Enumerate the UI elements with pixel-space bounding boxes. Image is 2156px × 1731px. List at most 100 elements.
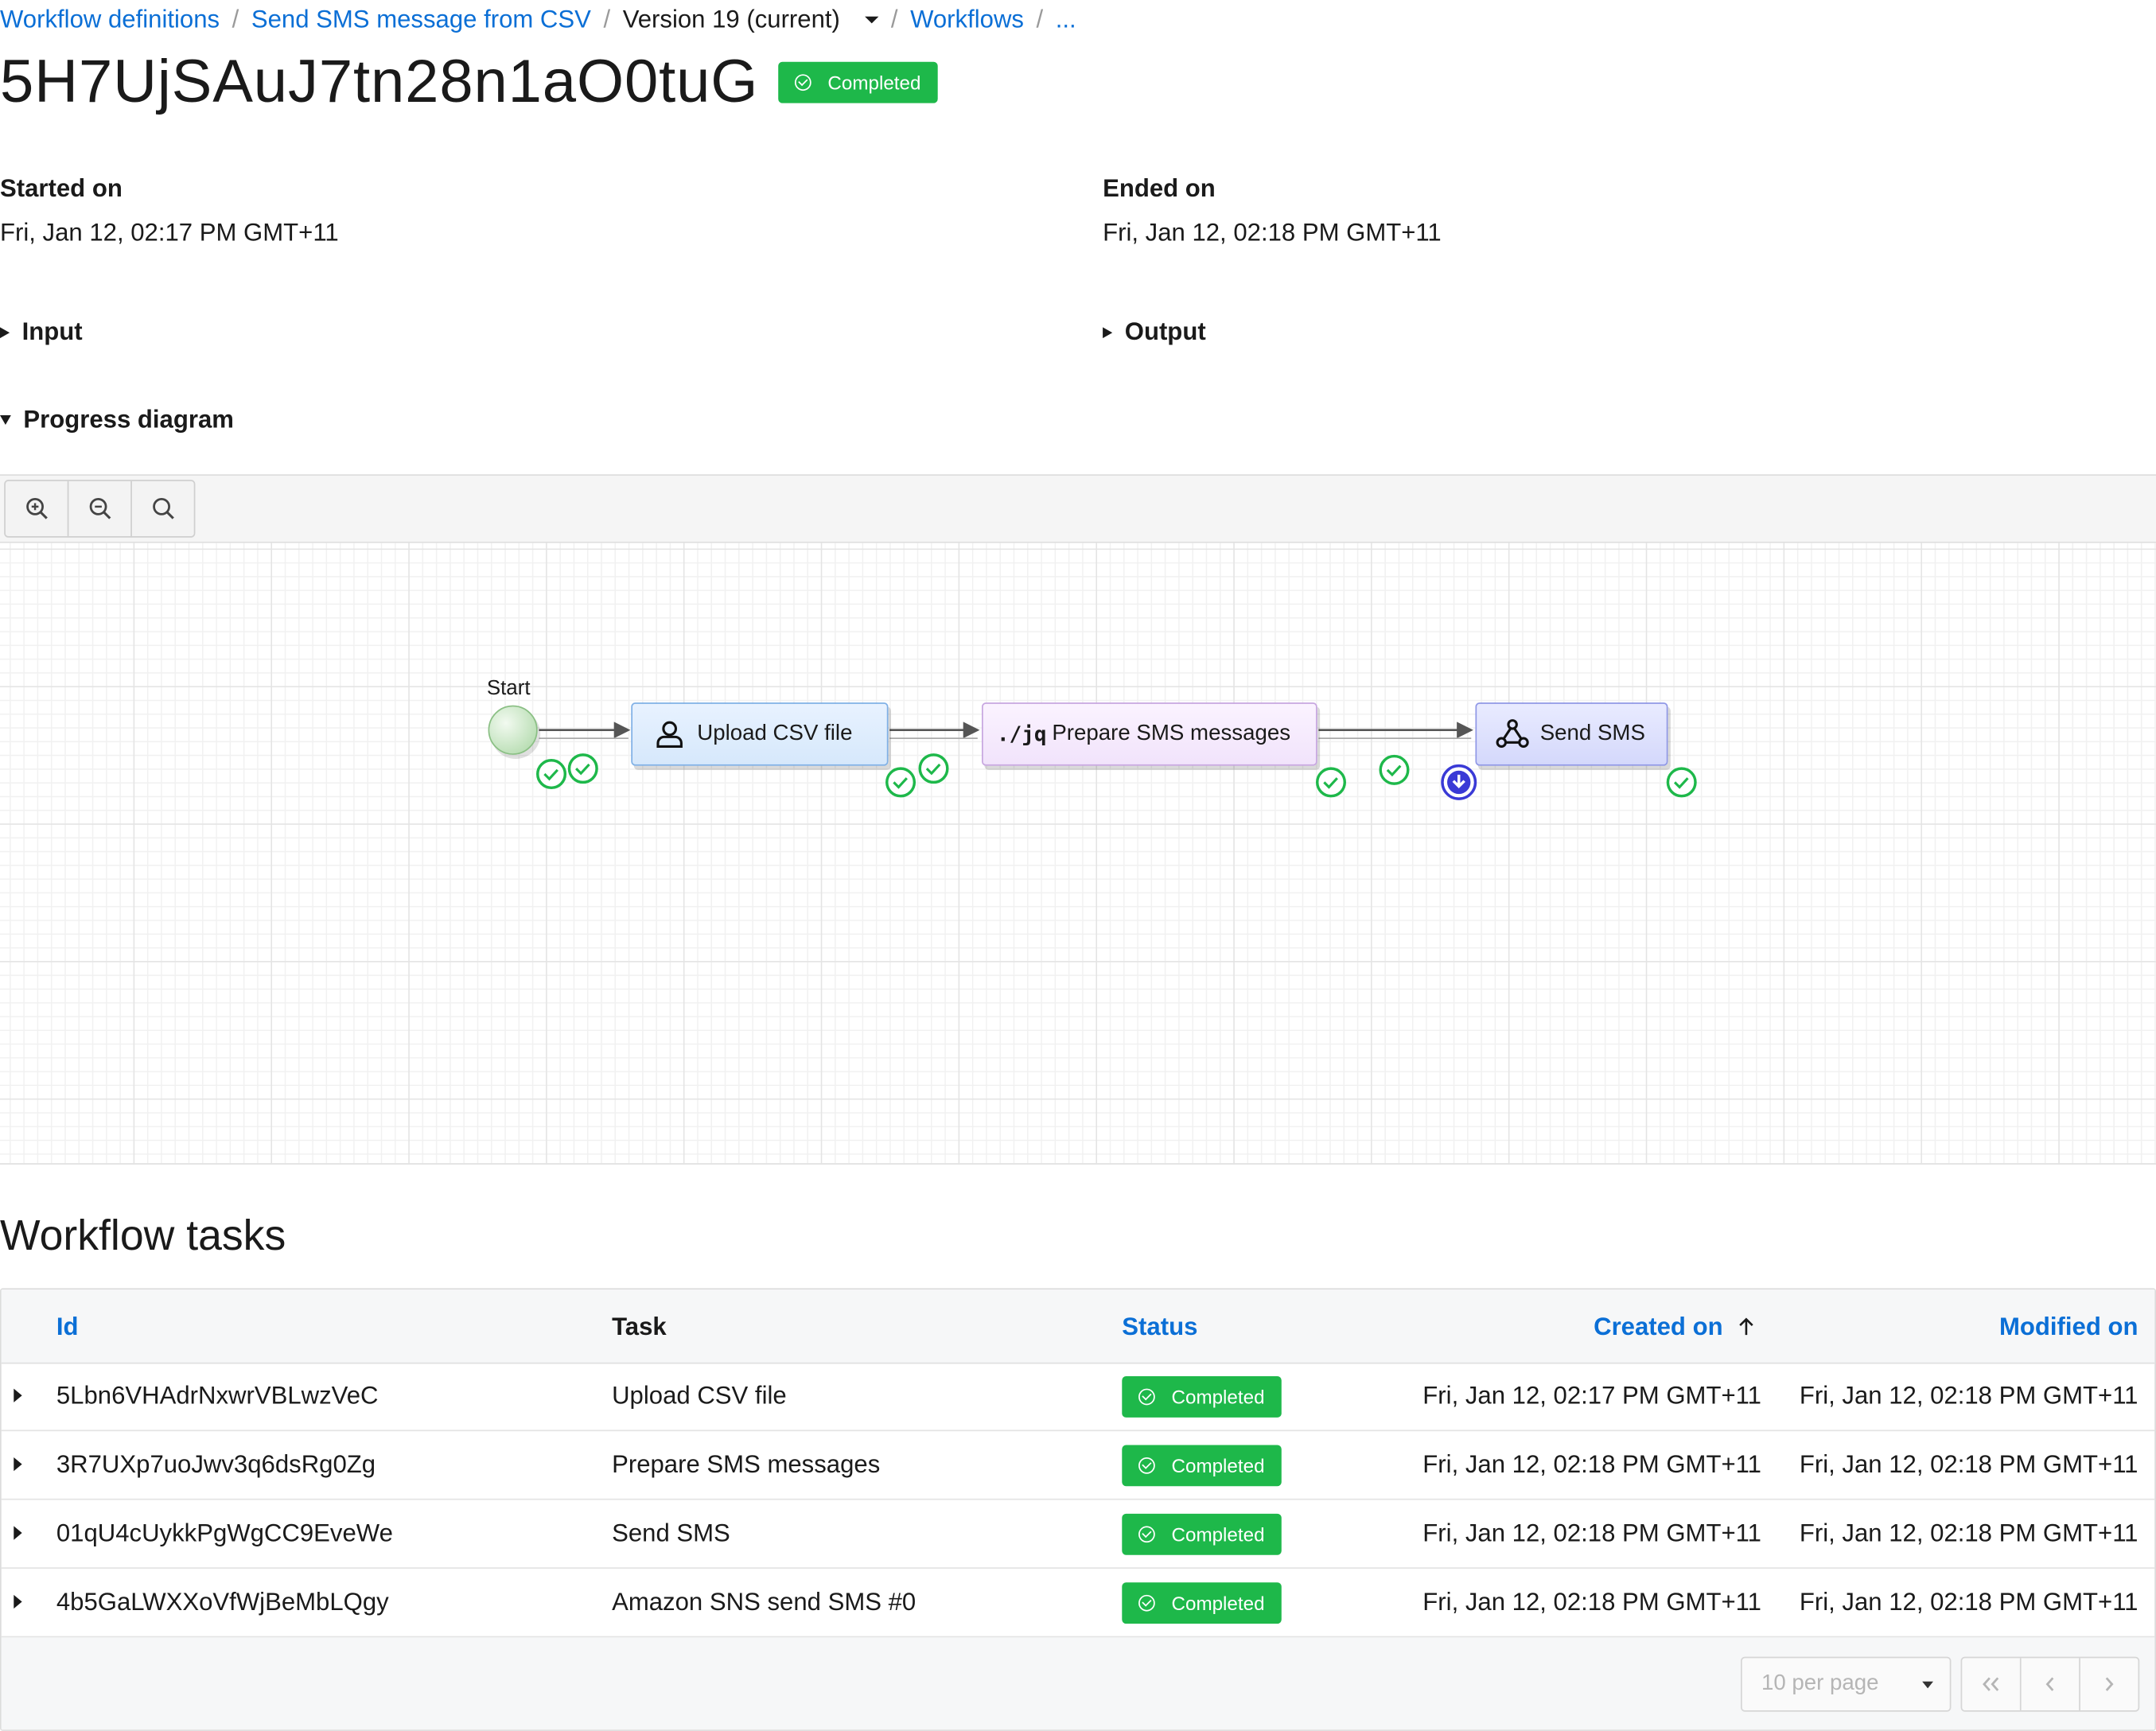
zoom-in-icon bbox=[25, 497, 47, 519]
table-row[interactable]: 4b5GaLWXXoVfWjBeMbLQgy Amazon SNS send S… bbox=[1, 1569, 2155, 1638]
created-on: Fri, Jan 12, 02:18 PM GMT+11 bbox=[1422, 1450, 1761, 1478]
status-badge-label: Completed bbox=[827, 71, 921, 94]
node-send-sms[interactable]: Send SMS bbox=[1475, 702, 1668, 766]
version-label: Version 19 (current) bbox=[622, 5, 840, 33]
expand-row-icon[interactable] bbox=[14, 1388, 22, 1402]
check-circle-icon bbox=[794, 74, 811, 91]
caret-right-icon bbox=[0, 326, 10, 338]
modified-on: Fri, Jan 12, 02:18 PM GMT+11 bbox=[1799, 1450, 2138, 1478]
zoom-controls bbox=[4, 480, 196, 538]
modified-on: Fri, Jan 12, 02:18 PM GMT+11 bbox=[1799, 1381, 2138, 1410]
status-badge: Completed bbox=[1122, 1376, 1282, 1418]
column-header-id[interactable]: Id bbox=[56, 1313, 79, 1341]
breadcrumb-definition[interactable]: Send SMS message from CSV bbox=[251, 5, 591, 33]
expand-row-icon[interactable] bbox=[14, 1457, 22, 1472]
task-id: 01qU4cUykkPgWgCC9EveWe bbox=[56, 1519, 393, 1547]
status-badge: Completed bbox=[1122, 1445, 1282, 1487]
column-header-modified-on[interactable]: Modified on bbox=[1998, 1313, 2138, 1341]
workflow-tasks-table: Id Task Status Created on Modified on 5L… bbox=[0, 1288, 2156, 1731]
zoom-fit-icon bbox=[152, 497, 174, 519]
modified-on: Fri, Jan 12, 02:18 PM GMT+11 bbox=[1799, 1588, 2138, 1616]
caret-down-icon bbox=[0, 414, 11, 426]
node-label: Send SMS bbox=[1539, 722, 1645, 745]
expand-row-icon[interactable] bbox=[14, 1526, 22, 1540]
zoom-in-button[interactable] bbox=[6, 480, 69, 537]
start-label: Start bbox=[486, 676, 531, 700]
input-toggle-label: Input bbox=[21, 317, 83, 345]
table-row[interactable]: 3R7UXp7uoJwv3q6dsRg0Zg Prepare SMS messa… bbox=[1, 1431, 2155, 1500]
node-label: Upload CSV file bbox=[697, 722, 853, 745]
ended-on-value: Fri, Jan 12, 02:18 PM GMT+11 bbox=[1103, 218, 1442, 247]
page-title: 5H7UjSAuJ7tn28n1aO0tuG bbox=[0, 48, 759, 116]
breadcrumb-separator: / bbox=[232, 5, 239, 33]
status-badge-label: Completed bbox=[1171, 1592, 1265, 1615]
breadcrumb-workflows[interactable]: Workflows bbox=[910, 5, 1024, 33]
created-on: Fri, Jan 12, 02:18 PM GMT+11 bbox=[1422, 1588, 1761, 1616]
output-toggle[interactable]: Output bbox=[1103, 317, 1206, 346]
task-name: Prepare SMS messages bbox=[612, 1450, 881, 1478]
node-label: Prepare SMS messages bbox=[1052, 722, 1291, 745]
created-on-label: Created on bbox=[1594, 1313, 1723, 1341]
chevron-down-icon bbox=[1922, 1681, 1933, 1689]
zoom-fit-button[interactable] bbox=[132, 481, 194, 536]
progress-diagram-toggle[interactable]: Progress diagram bbox=[0, 406, 234, 434]
zoom-out-button[interactable] bbox=[68, 480, 132, 537]
modified-on: Fri, Jan 12, 02:18 PM GMT+11 bbox=[1799, 1519, 2138, 1547]
chevron-down-icon bbox=[865, 15, 879, 23]
breadcrumb-separator: / bbox=[890, 5, 898, 33]
task-id: 3R7UXp7uoJwv3q6dsRg0Zg bbox=[56, 1450, 376, 1478]
diagram-connectors bbox=[539, 722, 1473, 739]
sort-ascending-icon bbox=[1739, 1317, 1753, 1336]
progress-diagram-label: Progress diagram bbox=[23, 405, 234, 434]
check-circle-icon bbox=[1138, 1526, 1155, 1543]
per-page-select[interactable]: 10 per page bbox=[1741, 1656, 1952, 1712]
previous-page-button[interactable] bbox=[2022, 1658, 2080, 1711]
task-name: Upload CSV file bbox=[612, 1381, 787, 1410]
check-circle-icon bbox=[1138, 1594, 1155, 1612]
workflow-tasks-title: Workflow tasks bbox=[0, 1211, 286, 1260]
diagram-toolbar bbox=[0, 475, 2156, 543]
column-header-created-on[interactable]: Created on bbox=[1594, 1313, 1754, 1342]
diagram-canvas: Start Upload CSV file ./jq Prepare SMS m… bbox=[0, 543, 2156, 1164]
created-on: Fri, Jan 12, 02:17 PM GMT+11 bbox=[1422, 1381, 1761, 1410]
breadcrumb-separator: / bbox=[1036, 5, 1044, 33]
status-badge: Completed bbox=[1122, 1582, 1282, 1624]
table-row[interactable]: 5Lbn6VHAdrNxwrVBLwzVeC Upload CSV file C… bbox=[1, 1363, 2155, 1432]
double-chevron-left-icon bbox=[1983, 1677, 1999, 1691]
started-on-value: Fri, Jan 12, 02:17 PM GMT+11 bbox=[0, 218, 339, 247]
status-badge: Completed bbox=[1122, 1513, 1282, 1555]
column-header-task: Task bbox=[612, 1313, 667, 1341]
column-header-status[interactable]: Status bbox=[1122, 1313, 1198, 1341]
status-badge-label: Completed bbox=[1171, 1386, 1265, 1408]
chevron-right-icon bbox=[2105, 1677, 2114, 1691]
output-toggle-label: Output bbox=[1124, 317, 1206, 345]
ended-on-label: Ended on bbox=[1103, 174, 1216, 203]
task-id: 4b5GaLWXXoVfWjBeMbLQgy bbox=[56, 1588, 389, 1616]
task-name: Amazon SNS send SMS #0 bbox=[612, 1588, 916, 1616]
breadcrumb-ellipsis[interactable]: ... bbox=[1055, 5, 1076, 33]
breadcrumb-separator: / bbox=[603, 5, 611, 33]
task-name: Send SMS bbox=[612, 1519, 730, 1547]
expand-row-icon[interactable] bbox=[14, 1594, 22, 1609]
table-header: Id Task Status Created on Modified on bbox=[1, 1289, 2155, 1364]
first-page-button[interactable] bbox=[1962, 1658, 2022, 1711]
status-badge-label: Completed bbox=[1171, 1523, 1265, 1546]
table-row[interactable]: 01qU4cUykkPgWgCC9EveWe Send SMS Complete… bbox=[1, 1500, 2155, 1569]
node-upload-csv-file[interactable]: Upload CSV file bbox=[631, 702, 889, 766]
started-on-label: Started on bbox=[0, 174, 123, 203]
progress-diagram: Start Upload CSV file ./jq Prepare SMS m… bbox=[0, 474, 2156, 1165]
task-id: 5Lbn6VHAdrNxwrVBLwzVeC bbox=[56, 1381, 379, 1410]
caret-right-icon bbox=[1103, 326, 1113, 338]
next-page-button[interactable] bbox=[2080, 1658, 2138, 1710]
chevron-left-icon bbox=[2045, 1677, 2054, 1691]
zoom-out-icon bbox=[88, 497, 111, 519]
input-toggle[interactable]: Input bbox=[0, 317, 83, 346]
jq-icon: ./jq bbox=[997, 722, 1047, 747]
node-prepare-sms-messages[interactable]: ./jq Prepare SMS messages bbox=[982, 702, 1317, 766]
check-circle-icon bbox=[1138, 1388, 1155, 1406]
breadcrumb-workflow-definitions[interactable]: Workflow definitions bbox=[0, 5, 220, 33]
version-selector[interactable]: Version 19 (current) bbox=[623, 5, 879, 33]
per-page-label: 10 per page bbox=[1761, 1671, 1879, 1695]
start-event[interactable] bbox=[488, 705, 538, 755]
status-badge-label: Completed bbox=[1171, 1454, 1265, 1477]
